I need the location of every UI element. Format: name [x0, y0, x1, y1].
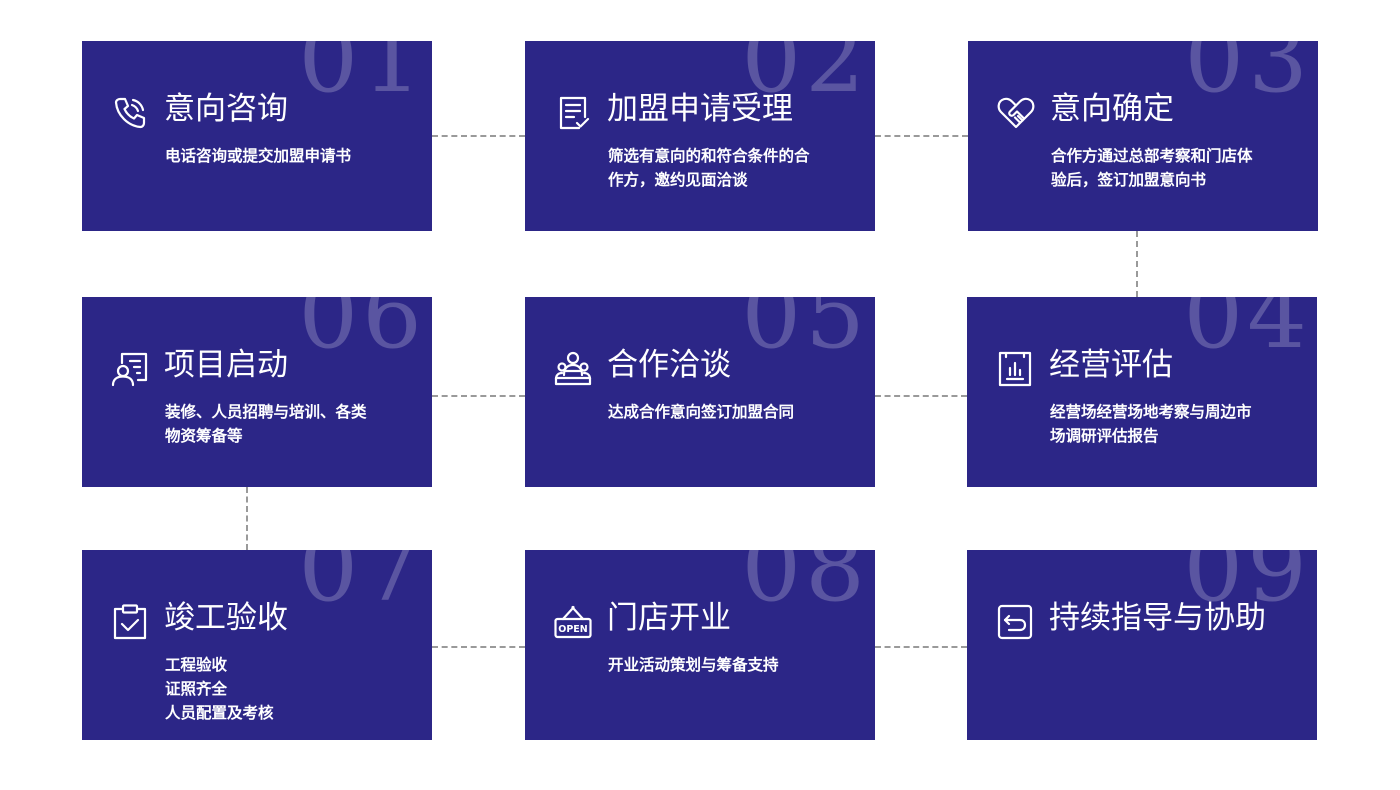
step-description-line: 场调研评估报告 — [1050, 427, 1159, 445]
connector-5-6 — [432, 395, 525, 397]
connector-8-9 — [875, 646, 967, 648]
step-number: 04 — [1183, 297, 1311, 370]
step-description-line: 工程验收 — [165, 656, 228, 674]
connector-1-2 — [432, 135, 525, 137]
step-title: 意向咨询 — [164, 91, 288, 127]
step-description-line: 装修、人员招聘与培训、各类 — [165, 403, 367, 421]
step-description: 筛选有意向的和符合条件的合 作方，邀约见面洽谈 — [608, 144, 848, 192]
step-card-03: 03 意向确定 合作方通过总部考察和门店体 验后，签订加盟意向书 — [968, 41, 1318, 231]
step-description-line: 验后，签订加盟意向书 — [1051, 171, 1207, 189]
meeting-people-icon — [553, 349, 593, 389]
open-sign-icon: OPEN — [553, 602, 593, 642]
step-title: 加盟申请受理 — [607, 91, 793, 127]
step-card-05: 05 合作洽谈 达成合作意向签订加盟合同 — [525, 297, 875, 487]
step-number: 07 — [298, 550, 426, 623]
step-description: 电话咨询或提交加盟申请书 — [165, 144, 405, 168]
step-description: 达成合作意向签订加盟合同 — [608, 400, 848, 424]
step-description-line: 达成合作意向签订加盟合同 — [608, 403, 795, 421]
step-description-line: 作方，邀约见面洽谈 — [608, 171, 748, 189]
return-arrow-icon — [995, 602, 1035, 642]
step-description-line: 合作方通过总部考察和门店体 — [1051, 147, 1253, 165]
report-chart-icon — [995, 349, 1035, 389]
step-card-06: 06 项目启动 装修、人员招聘与培训、各类 物资筹备等 — [82, 297, 432, 487]
step-title: 经营评估 — [1049, 347, 1173, 383]
step-description: 装修、人员招聘与培训、各类 物资筹备等 — [165, 400, 405, 448]
step-description: 工程验收 证照齐全 人员配置及考核 — [165, 653, 405, 725]
step-card-09: 09 持续指导与协助 — [967, 550, 1317, 740]
step-number: 02 — [741, 41, 869, 114]
connector-7-8 — [432, 646, 525, 648]
step-description-line: 证照齐全 — [165, 680, 228, 698]
step-card-01: 01 意向咨询 电话咨询或提交加盟申请书 — [82, 41, 432, 231]
step-number: 01 — [298, 41, 426, 114]
step-number: 06 — [298, 297, 426, 370]
step-title: 意向确定 — [1050, 91, 1174, 127]
step-description-line: 电话咨询或提交加盟申请书 — [165, 147, 352, 165]
step-number: 03 — [1184, 41, 1312, 114]
step-card-04: 04 经营评估 经营场经营场地考察与周边市 场调研评估报告 — [967, 297, 1317, 487]
step-title: 项目启动 — [164, 347, 288, 383]
step-number: 08 — [741, 550, 869, 623]
connector-4-5 — [875, 395, 967, 397]
step-title: 合作洽谈 — [607, 347, 731, 383]
user-list-icon — [110, 349, 150, 389]
step-description-line: 筛选有意向的和符合条件的合 — [608, 147, 810, 165]
step-title: 门店开业 — [607, 600, 731, 636]
step-number: 05 — [741, 297, 869, 370]
step-description-line: 物资筹备等 — [165, 427, 243, 445]
step-card-07: 07 竣工验收 工程验收 证照齐全 人员配置及考核 — [82, 550, 432, 740]
step-description-line: 开业活动策划与筹备支持 — [608, 656, 779, 674]
step-description-line: 人员配置及考核 — [165, 704, 274, 722]
connector-6-7 — [246, 487, 248, 550]
open-sign-text: OPEN — [558, 624, 588, 635]
step-card-02: 02 加盟申请受理 筛选有意向的和符合条件的合 作方，邀约见面洽谈 — [525, 41, 875, 231]
step-description: 经营场经营场地考察与周边市 场调研评估报告 — [1050, 400, 1290, 448]
step-number: 09 — [1183, 550, 1311, 623]
clipboard-check-icon — [110, 602, 150, 642]
step-description-line: 经营场经营场地考察与周边市 — [1050, 403, 1252, 421]
step-title: 竣工验收 — [164, 600, 288, 636]
connector-2-3 — [875, 135, 968, 137]
step-title: 持续指导与协助 — [1049, 600, 1266, 636]
document-check-icon — [553, 93, 593, 133]
step-description: 开业活动策划与筹备支持 — [608, 653, 848, 677]
phone-icon — [110, 93, 150, 133]
step-description: 合作方通过总部考察和门店体 验后，签订加盟意向书 — [1051, 144, 1291, 192]
heart-handshake-icon — [996, 93, 1036, 133]
connector-3-4 — [1136, 231, 1138, 297]
step-card-08: 08 OPEN 门店开业 开业活动策划与筹备支持 — [525, 550, 875, 740]
